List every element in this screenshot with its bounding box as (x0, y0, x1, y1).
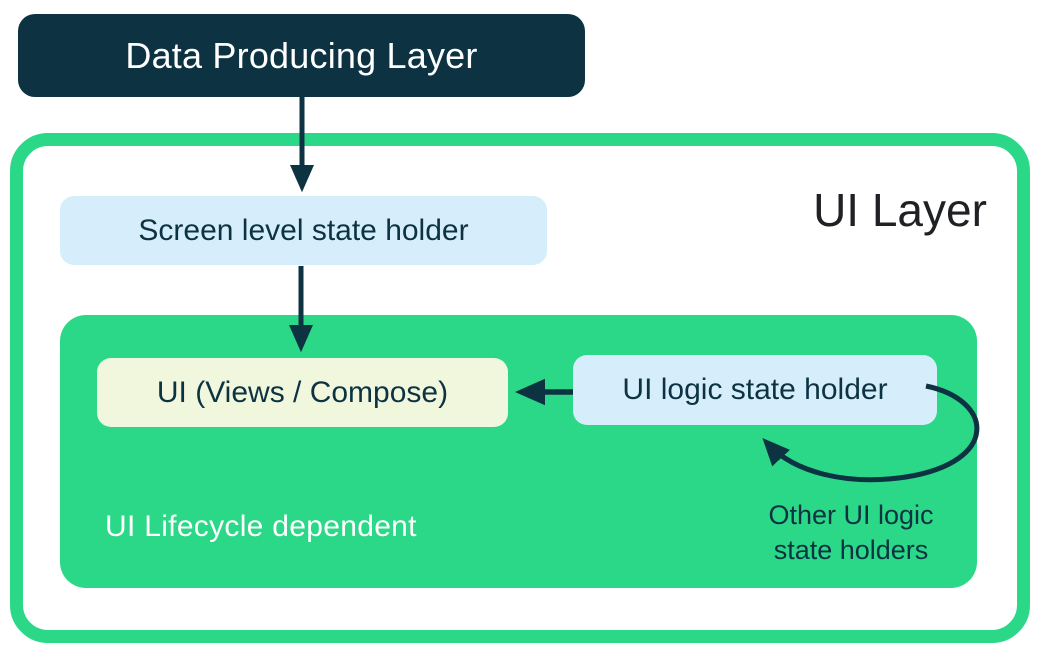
ui-views-compose-label: UI (Views / Compose) (156, 375, 449, 409)
data-producing-layer-label: Data Producing Layer (125, 34, 478, 76)
other-holders-note-line2: state holders (773, 535, 929, 566)
data-producing-layer-box: Data Producing Layer (18, 14, 585, 97)
ui-layer-title: UI Layer (813, 184, 987, 236)
ui-views-compose-box: UI (Views / Compose) (97, 358, 508, 427)
screen-level-state-holder-label: Screen level state holder (138, 213, 469, 247)
ui-logic-state-holder-label: UI logic state holder (622, 373, 888, 406)
ui-logic-state-holder-box: UI logic state holder (573, 355, 937, 425)
ui-lifecycle-dependent-caption: UI Lifecycle dependent (105, 510, 417, 543)
screen-level-state-holder-box: Screen level state holder (60, 196, 547, 265)
other-holders-note-line1: Other UI logic (768, 500, 934, 530)
other-ui-logic-state-holders-note: Other UI logic state holders (735, 498, 967, 568)
